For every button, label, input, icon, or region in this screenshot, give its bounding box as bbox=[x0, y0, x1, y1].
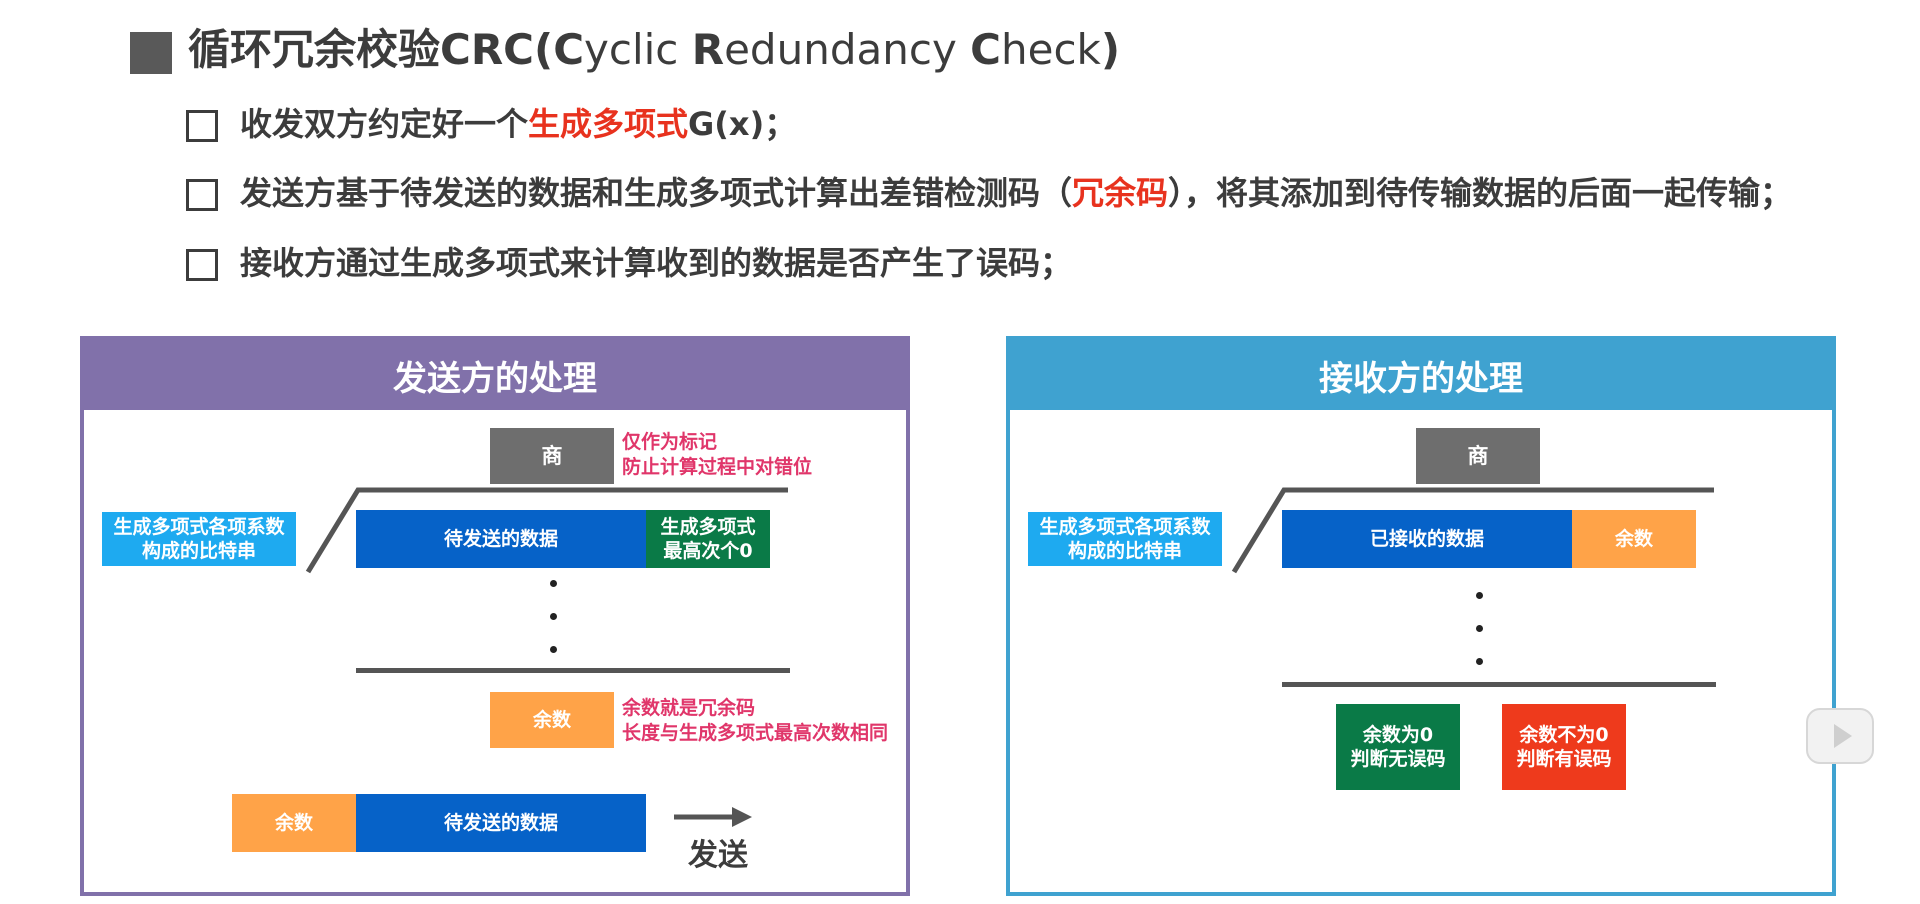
highlight-term: 生成多项式 bbox=[528, 105, 689, 143]
ellipsis-dot bbox=[1476, 625, 1483, 632]
bullet-checkbox-icon bbox=[186, 249, 218, 281]
sender-remainder-note: 余数就是冗余码 长度与生成多项式最高次数相同 bbox=[622, 697, 889, 744]
ellipsis-dot bbox=[1476, 658, 1483, 665]
ellipsis-dot bbox=[550, 580, 557, 587]
highlight-term: 冗余码 bbox=[1072, 174, 1169, 212]
sender-panel-header: 发送方的处理 bbox=[84, 340, 906, 410]
sender-subtraction-line bbox=[356, 668, 790, 673]
title-word-cyclic: yclic bbox=[584, 25, 692, 74]
title-prefix: 循环冗余校验CRC( bbox=[188, 25, 554, 74]
page-title: 循环冗余校验CRC(Cyclic Redundancy Check) bbox=[188, 22, 1120, 78]
bullet-item: 收发双方约定好一个生成多项式G(x)； bbox=[240, 105, 797, 143]
ellipsis-dot bbox=[550, 613, 557, 620]
receiver-divisor-box: 生成多项式各项系数构成的比特串 bbox=[1028, 512, 1222, 566]
sender-zeros-box: 生成多项式最高次个0 bbox=[646, 510, 770, 568]
ellipsis-dot bbox=[550, 646, 557, 653]
title-letter-c: C bbox=[553, 25, 585, 74]
receiver-data-box: 已接收的数据 bbox=[1282, 510, 1572, 568]
play-icon bbox=[1834, 724, 1852, 748]
title-word-check: heck bbox=[1000, 25, 1101, 74]
bullet-checkbox-icon bbox=[186, 110, 218, 142]
sender-remainder-box: 余数 bbox=[490, 692, 614, 748]
title-letter-r: R bbox=[691, 25, 725, 74]
receiver-remainder-field: 余数 bbox=[1572, 510, 1696, 568]
sender-division-bracket bbox=[305, 487, 788, 827]
play-button[interactable] bbox=[1806, 708, 1874, 764]
send-arrow-head bbox=[732, 807, 752, 827]
bullet-item: 接收方通过生成多项式来计算收到的数据是否产生了误码； bbox=[240, 244, 1073, 282]
bullet-checkbox-icon bbox=[186, 179, 218, 211]
frame-data-box: 待发送的数据 bbox=[356, 794, 646, 852]
receiver-panel-header: 接收方的处理 bbox=[1010, 340, 1832, 410]
title-suffix: ) bbox=[1100, 25, 1121, 74]
title-square-icon bbox=[130, 32, 172, 74]
receiver-subtraction-line bbox=[1282, 682, 1716, 687]
sender-panel: 发送方的处理 商 仅作为标记 防止计算过程中对错位 生成多项式各项系数构成的比特… bbox=[80, 336, 910, 896]
sender-quotient-box: 商 bbox=[490, 428, 614, 484]
bullet-item: 发送方基于待发送的数据和生成多项式计算出差错检测码（冗余码），将其添加到待传输数… bbox=[240, 174, 1793, 212]
sender-divisor-box: 生成多项式各项系数构成的比特串 bbox=[102, 512, 296, 566]
sender-data-box: 待发送的数据 bbox=[356, 510, 646, 568]
title-letter-c2: C bbox=[970, 25, 1001, 74]
receiver-quotient-box: 商 bbox=[1416, 428, 1540, 484]
title-word-redundancy: edundancy bbox=[724, 25, 971, 74]
receiver-division-bracket bbox=[1231, 487, 1714, 574]
ellipsis-dot bbox=[1476, 592, 1483, 599]
send-label: 发送 bbox=[688, 838, 748, 873]
sender-quotient-note: 仅作为标记 防止计算过程中对错位 bbox=[622, 431, 813, 478]
frame-remainder-box: 余数 bbox=[232, 794, 356, 852]
